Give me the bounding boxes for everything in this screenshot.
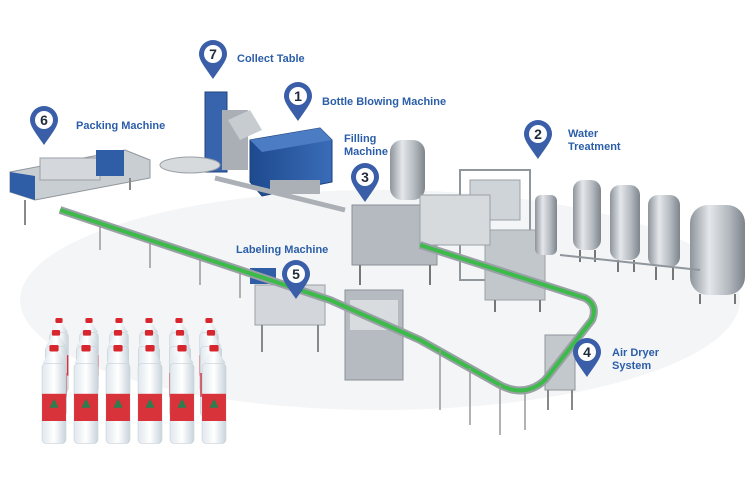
station-marker-4: 4 [572,338,602,378]
label-line: Water [568,128,599,140]
label-line: Filling [344,133,377,145]
station-label-1: Bottle Blowing Machine [322,96,447,108]
map-pin-icon [30,106,58,145]
bottle-blowing-machine [249,127,333,197]
packing-machine [9,149,221,225]
map-pin-icon [282,260,310,299]
station-marker-3: 3 [350,163,380,203]
map-pin-icon [284,82,312,121]
label-line: Treatment [568,141,621,153]
map-pin-icon [573,338,601,377]
filling-machine [351,140,557,312]
water-bottle [201,345,227,444]
water-bottle [41,345,67,444]
station-label-4: Air Dryer System [612,347,659,373]
station-marker-2: 2 [523,120,553,160]
station-marker-7: 7 [198,40,228,80]
map-pin-icon [351,163,379,202]
station-marker-6: 6 [29,106,59,146]
station-number: 4 [583,344,591,360]
station-marker-5: 5 [281,260,311,300]
station-label-5: Labeling Machine [236,244,329,256]
station-marker-1: 1 [283,82,313,122]
conveyor-belt [58,175,598,435]
station-label-7: Collect Table [237,53,305,65]
station-label-3: Filling Machine [344,133,388,159]
station-number: 1 [294,88,302,104]
label-line: Air Dryer [612,347,660,359]
water-bottle-pack [41,318,227,444]
station-number: 2 [534,126,542,142]
station-number: 6 [40,112,48,128]
water-bottle [137,345,163,444]
water-bottle [73,345,99,444]
station-number: 3 [361,169,369,185]
collect-table-machine [204,91,262,173]
station-label-6: Packing Machine [76,120,166,132]
station-number: 7 [209,46,217,62]
water-bottle [105,345,131,444]
label-line: Machine [344,146,389,158]
label-line: System [612,360,652,372]
water-treatment-tanks [559,180,745,304]
map-pin-icon [524,120,552,159]
map-pin-icon [199,40,227,79]
water-bottle [169,345,195,444]
station-number: 5 [292,266,300,282]
station-label-2: Water Treatment [568,128,621,154]
